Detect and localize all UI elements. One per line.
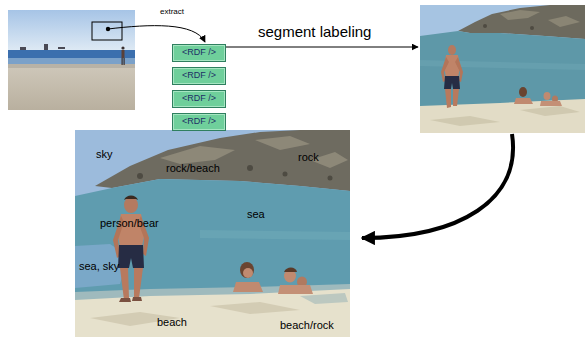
segment-label: sky: [96, 148, 113, 160]
segment-label: rock/beach: [166, 162, 220, 174]
extract-arrow: [108, 26, 205, 42]
beach-photo: [8, 10, 135, 110]
rdf-box: <RDF />: [172, 90, 226, 108]
rdf-label: <RDF />: [182, 48, 216, 58]
segment-label: beach/rock: [280, 319, 334, 331]
rdf-label: <RDF />: [182, 71, 216, 81]
segment-label: sea, sky: [79, 260, 119, 272]
annotation-label: segment labeling: [258, 24, 371, 41]
segment-label: rock: [298, 151, 319, 163]
rdf-box: <RDF />: [172, 113, 226, 131]
segment-label: sea: [247, 208, 265, 220]
rdf-box: <RDF />: [172, 67, 226, 85]
labeled-photo: [75, 130, 350, 337]
segmented-photo: [420, 5, 585, 133]
segment-label: beach: [157, 316, 187, 328]
rdf-label: <RDF />: [182, 94, 216, 104]
labeling-arrow: [226, 47, 418, 48]
result-arrow: [362, 134, 513, 238]
rdf-box: <RDF />: [172, 44, 226, 62]
rdf-label: <RDF />: [182, 117, 216, 127]
segment-label: person/bear: [100, 217, 159, 229]
segmented-image: sky rock/beach rock person/bear sea sea, sky b…: [75, 130, 350, 337]
annotation-label: extract: [160, 8, 184, 17]
